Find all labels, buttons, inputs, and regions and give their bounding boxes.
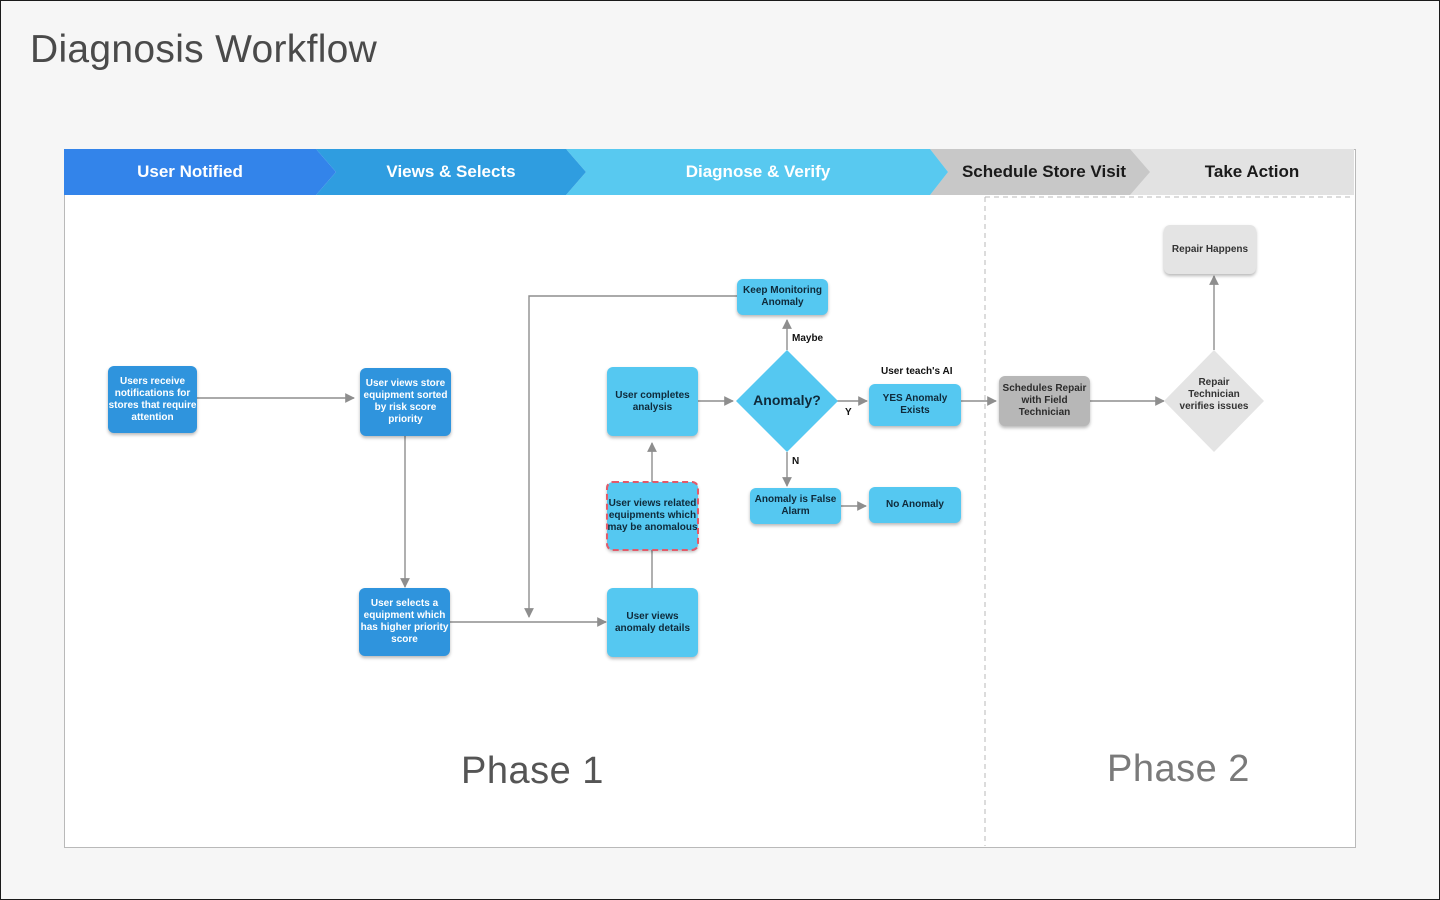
node-yes-anomaly-exists: YES Anomaly Exists bbox=[869, 384, 961, 426]
page-title: Diagnosis Workflow bbox=[30, 28, 378, 71]
node-user-views-store-equipment: User views store equipment sorted by ris… bbox=[360, 368, 451, 436]
phase-2-label: Phase 2 bbox=[1107, 748, 1250, 790]
node-anomaly-false-alarm: Anomaly is False Alarm bbox=[750, 488, 841, 524]
node-keep-monitoring-anomaly: Keep Monitoring Anomaly bbox=[737, 279, 828, 315]
edge-label-maybe: Maybe bbox=[792, 333, 824, 344]
node-schedules-repair: Schedules Repair with Field Technician bbox=[999, 376, 1090, 426]
node-user-views-related-equipments: User views related equipments which may … bbox=[606, 481, 699, 551]
stage-shape-user-notified bbox=[64, 149, 336, 195]
stage-diagnose-verify: Diagnose & Verify bbox=[685, 162, 831, 181]
node-user-completes-analysis: User completes analysis bbox=[607, 367, 698, 436]
anomaly-decision-diamond bbox=[736, 350, 838, 452]
node-repair-happens: Repair Happens bbox=[1164, 225, 1256, 274]
stage-take-action: Take Action bbox=[1204, 162, 1300, 181]
repair-verify-diamond bbox=[1164, 350, 1264, 452]
node-users-receive-notifications: Users receive notifications for stores t… bbox=[108, 366, 197, 433]
stage-user-notified: User Notified bbox=[137, 162, 243, 181]
connectors bbox=[197, 275, 1219, 627]
node-user-views-anomaly-details: User views anomaly details bbox=[607, 588, 698, 657]
stage-header bbox=[64, 149, 1354, 195]
edge-label-no: N bbox=[792, 456, 800, 467]
stage-schedule-store-visit: Schedule Store Visit bbox=[961, 162, 1127, 181]
stage-shape-schedule-store-visit bbox=[930, 149, 1150, 195]
workflow-diagram bbox=[64, 149, 1356, 848]
phase-1-label: Phase 1 bbox=[461, 750, 604, 792]
node-no-anomaly: No Anomaly bbox=[869, 487, 961, 523]
stage-shape-diagnose-verify bbox=[566, 149, 948, 195]
edge-label-teach-ai: User teach's AI bbox=[881, 366, 953, 377]
anomaly-decision-label: Anomaly? bbox=[753, 392, 821, 408]
edge-label-yes: Y bbox=[845, 407, 852, 418]
edge-monitoring-loop bbox=[524, 295, 737, 618]
node-user-selects-equipment: User selects a equipment which has highe… bbox=[359, 588, 450, 656]
stage-shape-take-action bbox=[1130, 149, 1354, 195]
stage-views-selects: Views & Selects bbox=[386, 162, 516, 181]
stage-shape-views-selects bbox=[316, 149, 586, 195]
repair-verify-label: Repair Technician verifies issues bbox=[1179, 377, 1249, 412]
